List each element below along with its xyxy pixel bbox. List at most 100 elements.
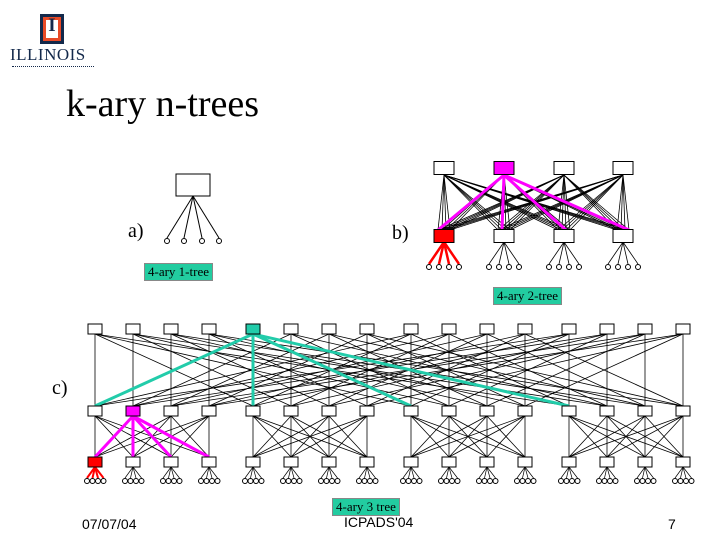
switch-box [637,323,653,335]
link [486,466,496,479]
link [162,466,172,479]
link [484,466,488,479]
processing-node [280,478,286,484]
link [328,466,333,479]
processing-node [563,478,570,484]
switch-box [403,323,419,335]
processing-node [164,238,170,244]
processing-node [596,478,602,484]
processing-node [176,478,183,484]
link [448,466,453,479]
switch-box [201,323,217,335]
link [252,415,368,458]
tree-c [84,323,695,484]
processing-node [487,478,493,484]
processing-node [449,478,455,484]
processing-node [209,478,215,484]
link [183,195,194,239]
switch-box [403,405,419,417]
link [478,466,488,479]
switch-box [599,456,615,468]
source-switch [87,456,103,468]
link [410,415,450,458]
link [132,333,450,407]
link [443,174,447,231]
highlighted-link [442,241,461,265]
processing-node [405,478,412,484]
switch-box [359,456,375,468]
processing-node [416,478,423,484]
processing-node [486,264,492,270]
switch-box [517,405,533,417]
highlighted-link [503,173,567,232]
processing-node [181,238,187,244]
switch-box [163,456,179,468]
processing-node [625,264,631,270]
link [622,241,639,265]
highlighted-link [503,173,630,232]
switch-box [675,405,691,417]
link [498,241,505,265]
processing-node [525,478,531,484]
switch-box [359,323,375,335]
link [328,415,368,458]
link [358,466,368,479]
switch-box [493,229,515,243]
link [290,466,295,479]
switch-box [561,323,577,335]
processing-node [291,478,297,484]
link [516,466,526,479]
source-switch [433,229,455,243]
link [208,333,684,407]
logo-wordmark: ILLINOIS [10,45,86,64]
processing-node [199,238,205,244]
highlighted-switch [493,161,515,175]
processing-node [514,478,520,484]
link [606,466,611,479]
switch-box [441,456,457,468]
switch-box [283,323,299,335]
processing-node [645,478,651,484]
link [568,415,684,458]
highlighted-link [427,241,446,265]
link [598,466,608,479]
link [410,466,420,479]
switch-box [163,323,179,335]
processing-node [576,264,582,270]
processing-node [569,478,575,484]
processing-node [634,478,640,484]
processing-node [436,264,442,270]
link [132,466,137,479]
university-logo: I ILLINOIS [10,14,94,70]
link [448,415,526,458]
processing-node [242,478,248,484]
processing-node [127,478,134,484]
link [680,466,684,479]
processing-node [615,264,621,270]
link [561,174,624,231]
processing-node [516,264,522,270]
link [642,466,646,479]
link [252,415,330,458]
link [548,241,565,265]
link [252,466,257,479]
processing-node [496,264,502,270]
switch-box [245,405,261,417]
processing-node [650,478,657,484]
switch-box [87,323,103,335]
highlighted-switch [245,323,261,335]
link [366,466,371,479]
highlighted-link [131,414,173,459]
switch-box [517,456,533,468]
link [636,466,646,479]
processing-node [672,478,678,484]
processing-node [411,478,417,484]
switch-box [553,229,575,243]
root-switch [175,173,211,197]
link [168,466,172,479]
processing-node [506,264,512,270]
link [208,466,218,479]
processing-node [165,478,172,484]
processing-node [323,478,330,484]
processing-node [318,478,324,484]
